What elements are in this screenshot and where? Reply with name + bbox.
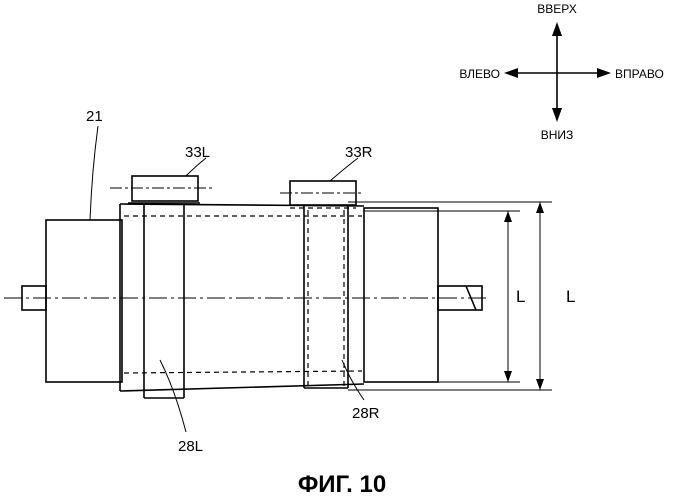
label-33L: 33L <box>185 144 210 161</box>
compass-up-label: ВВЕРХ <box>537 2 576 16</box>
band-28R <box>304 206 348 388</box>
compass-down-label: ВНИЗ <box>541 128 574 142</box>
dimension-label-outer-L: L <box>566 287 575 306</box>
roller-33L <box>110 176 212 203</box>
label-28R: 28R <box>352 405 380 422</box>
dimension-label-inner-L: L <box>516 287 525 306</box>
label-33R: 33R <box>345 144 373 161</box>
direction-compass: ВВЕРХ ВНИЗ ВЛЕВО ВПРАВО <box>459 2 663 142</box>
main-body <box>120 204 364 391</box>
label-21: 21 <box>86 108 103 125</box>
figure-caption: ФИГ. 10 <box>298 471 386 498</box>
label-28L: 28L <box>178 438 203 455</box>
roller-33R <box>280 181 362 208</box>
left-end-cylinder <box>46 220 122 382</box>
compass-left-label: ВЛЕВО <box>459 67 500 81</box>
leader-lines <box>90 126 364 432</box>
compass-right-label: ВПРАВО <box>615 67 664 81</box>
right-end-cylinder <box>364 208 438 382</box>
